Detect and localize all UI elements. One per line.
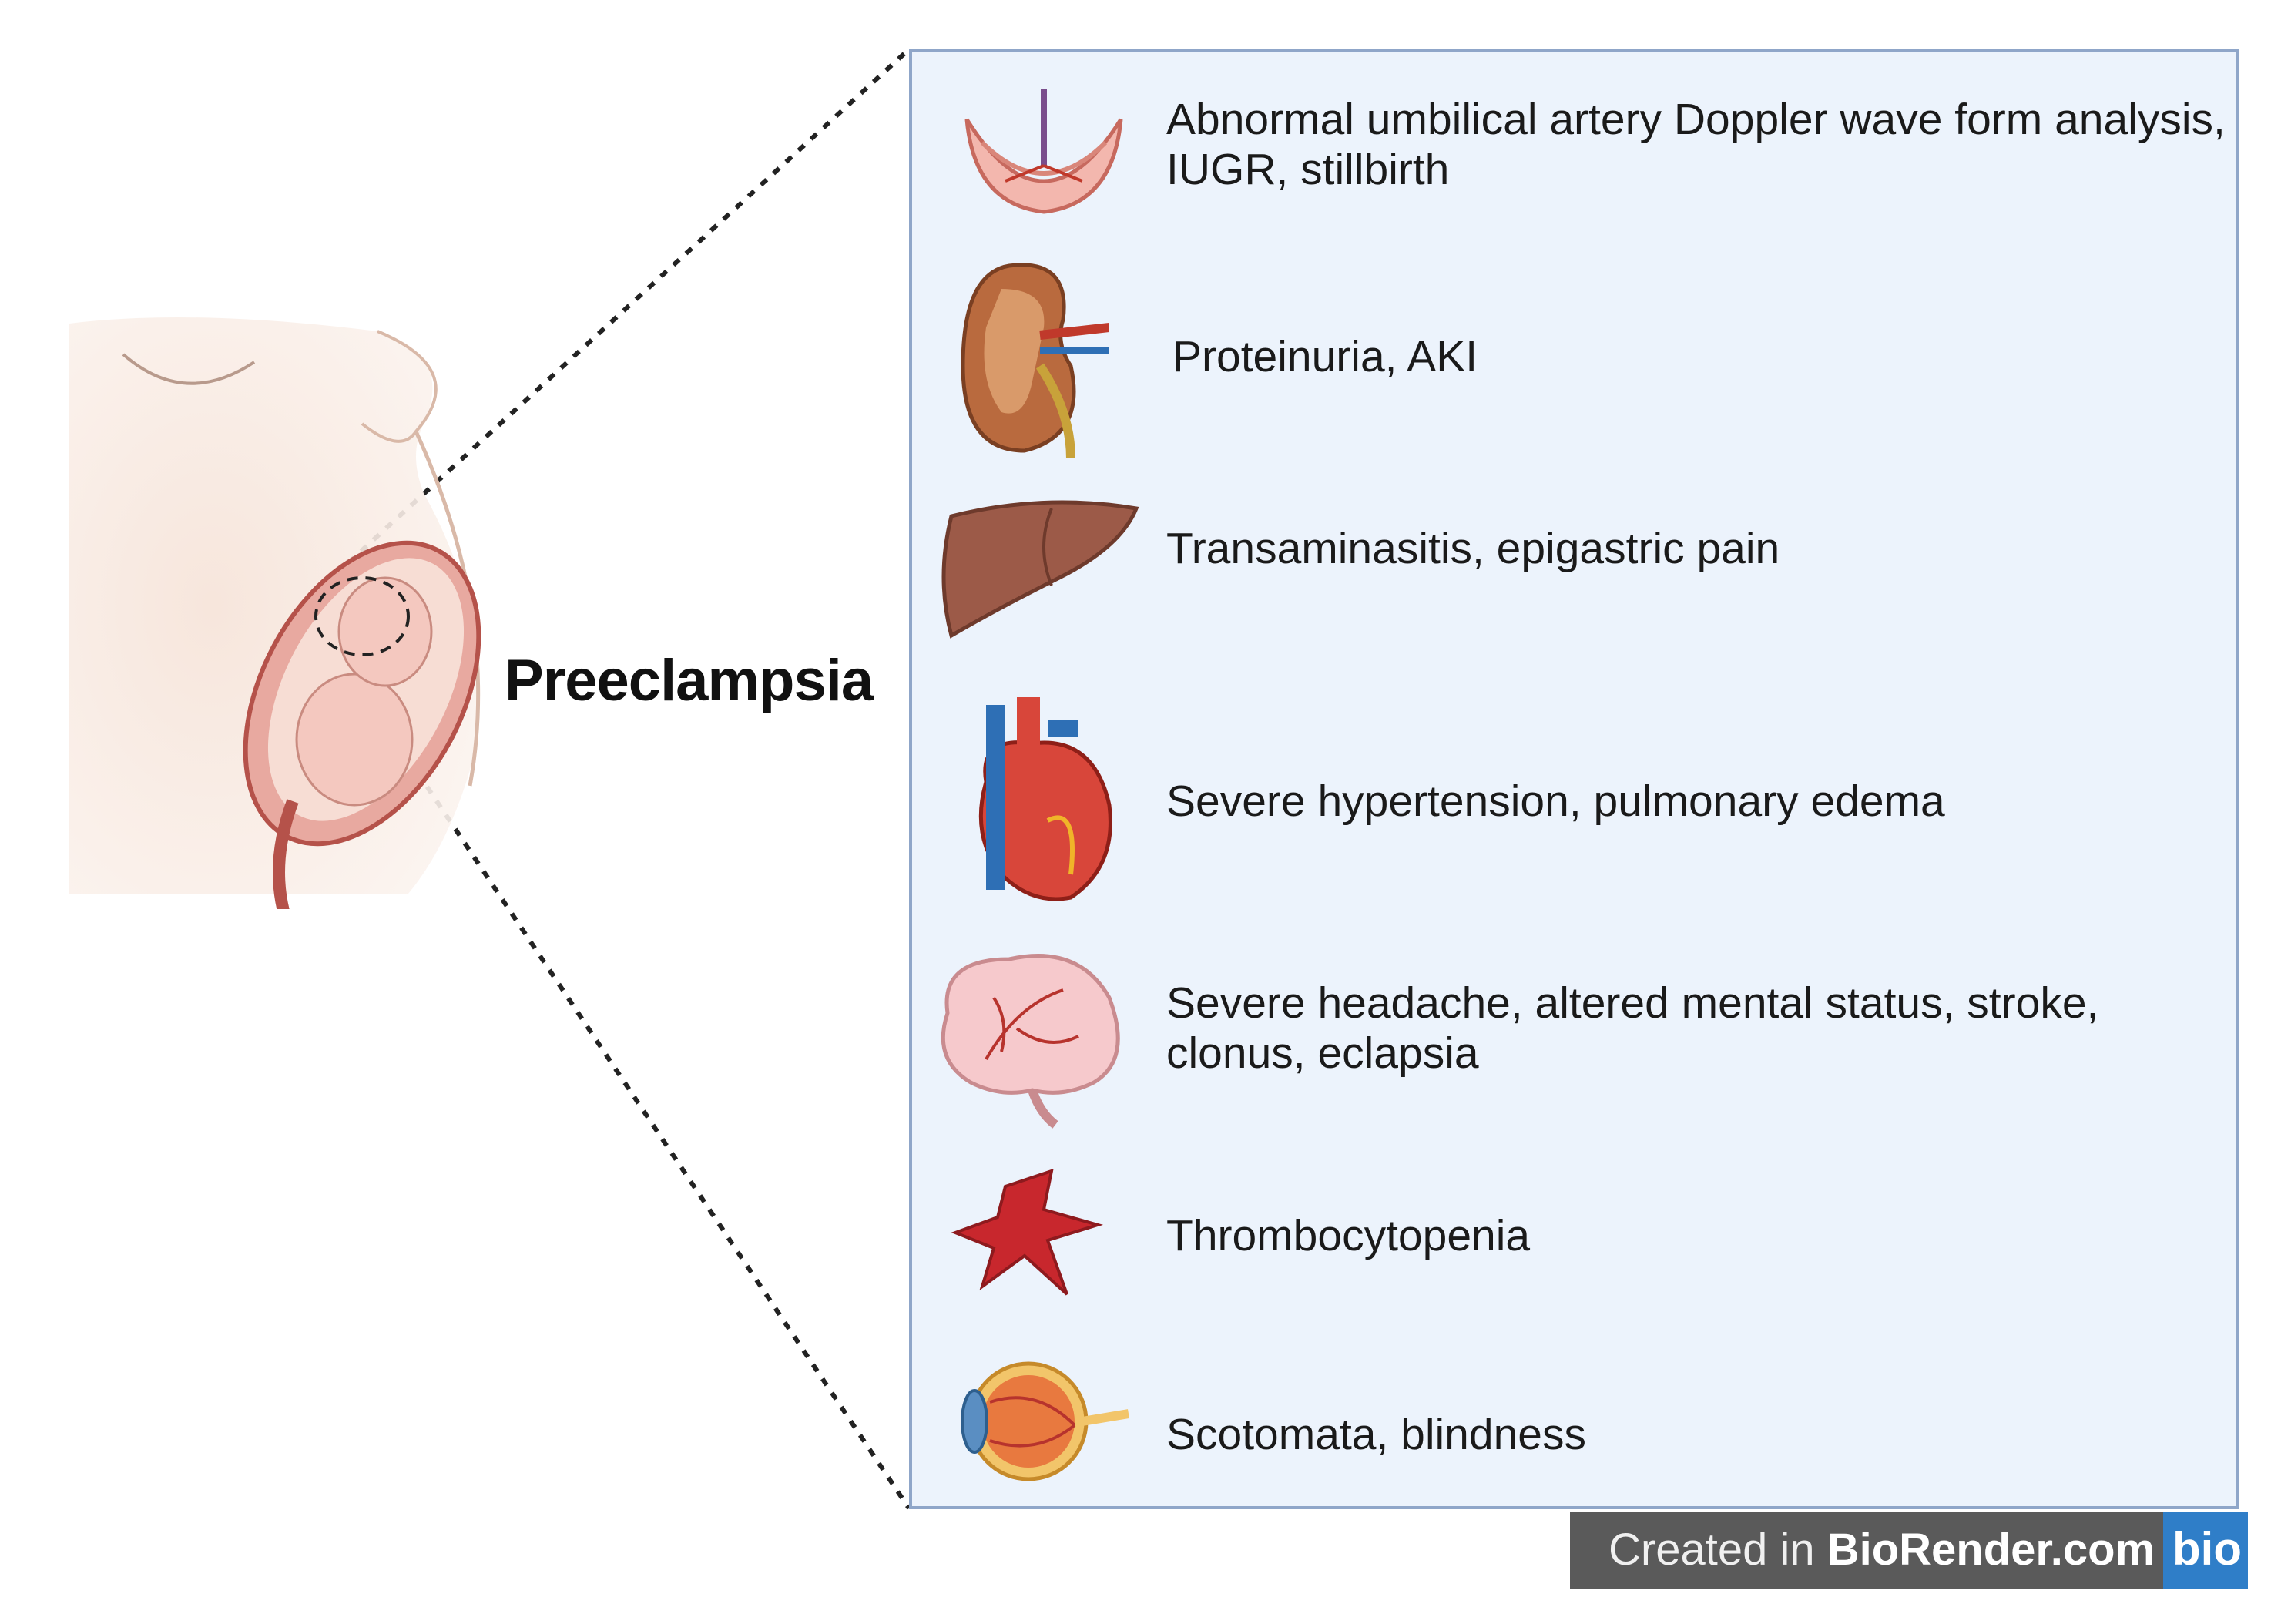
kidney-icon bbox=[961, 263, 1109, 458]
eye-icon bbox=[961, 1361, 1129, 1481]
symptoms-panel bbox=[909, 49, 2239, 1509]
badge-brand: BioRender.com bbox=[1827, 1525, 2155, 1575]
item-3-text: Transaminasitis, epigastric pain bbox=[1166, 524, 1780, 573]
platelet-icon bbox=[951, 1169, 1104, 1296]
liver-icon bbox=[941, 500, 1139, 639]
badge-text: Created in BioRender.com bbox=[1608, 1524, 2155, 1575]
item-1-line-1: Abnormal umbilical artery Doppler wave f… bbox=[1166, 95, 2226, 144]
item-5-line-2: clonus, eclapsia bbox=[1166, 1028, 1479, 1078]
item-5-line-1: Severe headache, altered mental status, … bbox=[1166, 978, 2099, 1028]
item-4-text: Severe hypertension, pulmonary edema bbox=[1166, 777, 1945, 826]
pregnant-body-icon bbox=[69, 317, 481, 909]
placenta-icon bbox=[964, 89, 1123, 214]
item-1-line-2: IUGR, stillbirth bbox=[1166, 145, 1450, 194]
badge-prefix: Created in bbox=[1608, 1525, 1827, 1575]
biorender-logo: bio bbox=[2163, 1512, 2248, 1589]
biorender-logo-text: bio bbox=[2172, 1523, 2242, 1575]
item-6-text: Thrombocytopenia bbox=[1166, 1211, 1531, 1260]
brain-icon bbox=[941, 954, 1120, 1129]
diagram-title: Preeclampsia bbox=[505, 648, 874, 713]
biorender-badge: Created in BioRender.com bio bbox=[1570, 1512, 2248, 1589]
item-7-text: Scotomata, blindness bbox=[1166, 1410, 1586, 1459]
item-2-text: Proteinuria, AKI bbox=[1172, 332, 1478, 381]
heart-icon bbox=[978, 697, 1112, 901]
